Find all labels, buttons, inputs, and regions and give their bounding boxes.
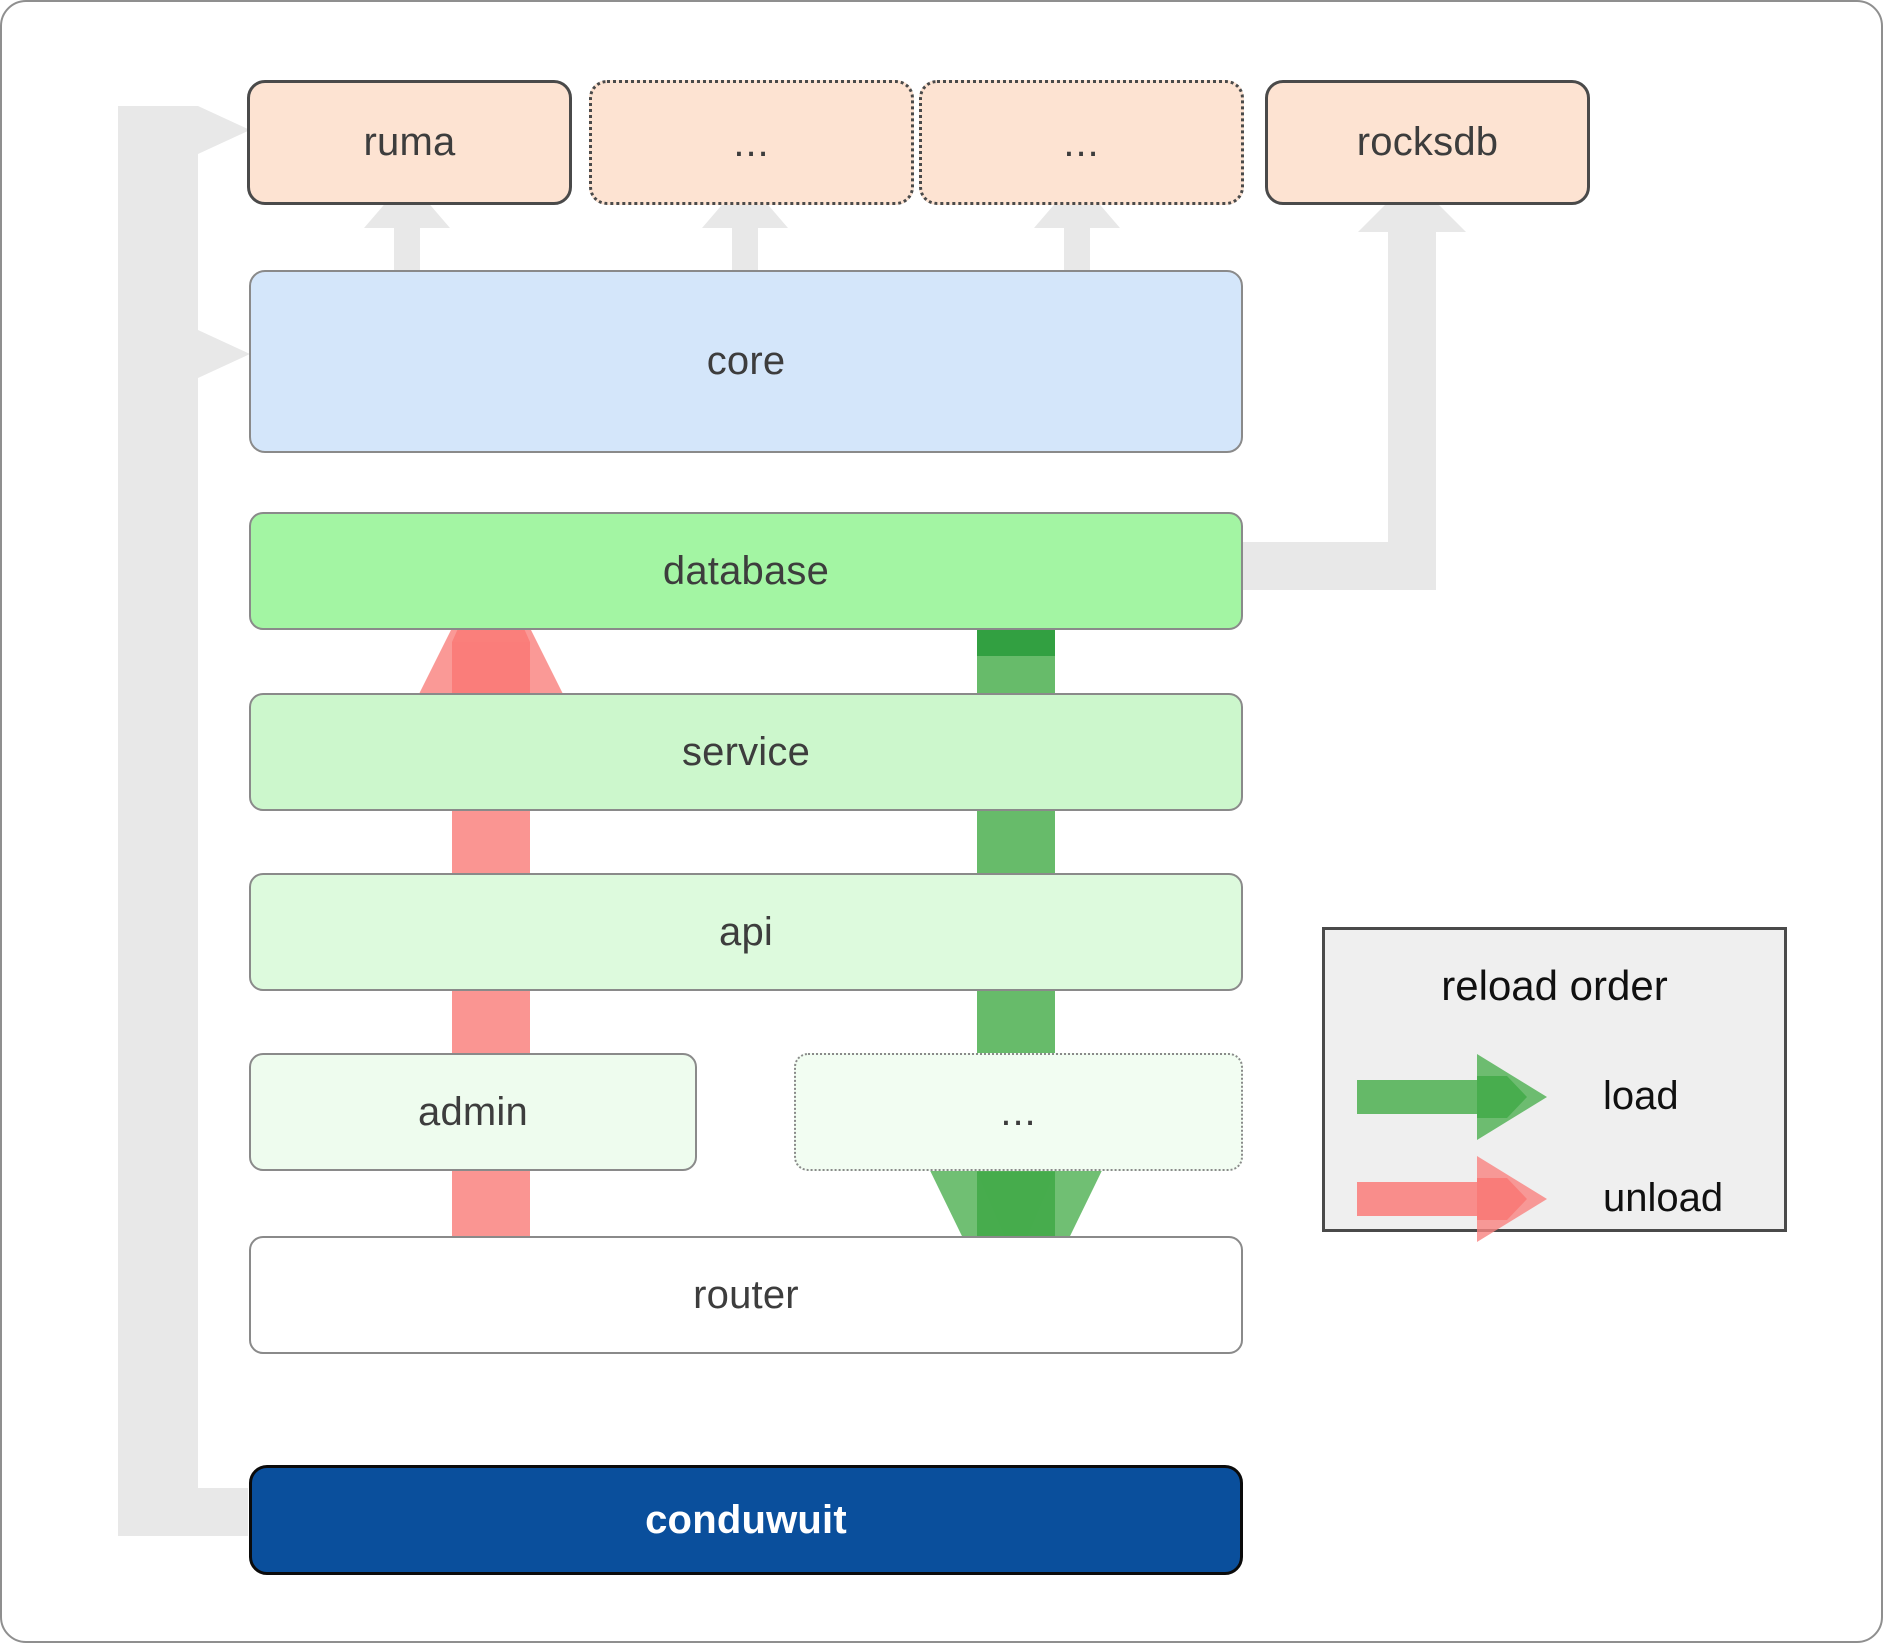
legend-unload-label: unload: [1603, 1175, 1724, 1220]
layer-node-core[interactable]: core: [249, 270, 1243, 453]
legend-load-label: load: [1603, 1073, 1679, 1118]
dep-node-label: ...: [733, 120, 770, 165]
connector-database-to-rocksdb: [1242, 178, 1466, 590]
layer-node-service[interactable]: service: [249, 693, 1243, 811]
dep-node-ruma[interactable]: ruma: [247, 80, 572, 205]
legend-title: reload order: [1441, 962, 1668, 1009]
dep-node-label: ...: [1063, 120, 1100, 165]
legend-entry-load: load: [1357, 1050, 1767, 1142]
layer-node-router[interactable]: router: [249, 1236, 1243, 1354]
layer-node-label: admin: [418, 1089, 528, 1134]
layer-node-label: database: [662, 548, 830, 593]
dep-node-label: ruma: [363, 120, 456, 164]
app-node-label: conduwuit: [645, 1497, 847, 1542]
dep-node-label: rocksdb: [1356, 120, 1499, 164]
layer-node-placeholder[interactable]: ...: [794, 1053, 1243, 1171]
layer-node-label: core: [706, 339, 786, 383]
layer-node-label: api: [719, 909, 773, 954]
layer-node-label: service: [681, 729, 811, 774]
layer-node-api[interactable]: api: [249, 873, 1243, 991]
dep-node-placeholder-1[interactable]: ...: [589, 80, 914, 205]
layer-node-database[interactable]: database: [249, 512, 1243, 630]
dep-node-placeholder-2[interactable]: ...: [919, 80, 1244, 205]
legend-box: reload order load unload: [1322, 927, 1787, 1242]
layer-node-admin[interactable]: admin: [249, 1053, 697, 1171]
legend-entry-unload: unload: [1357, 1152, 1767, 1244]
legend-load-arrow-icon: [1357, 1054, 1547, 1140]
dep-node-rocksdb[interactable]: rocksdb: [1265, 80, 1590, 205]
legend-unload-arrow-icon: [1357, 1156, 1547, 1242]
connector-conduwuit-to-ruma-and-core: [118, 106, 250, 1536]
layer-node-label: ...: [1000, 1090, 1037, 1134]
layer-node-label: router: [693, 1272, 799, 1317]
app-node-conduwuit[interactable]: conduwuit: [249, 1465, 1243, 1575]
